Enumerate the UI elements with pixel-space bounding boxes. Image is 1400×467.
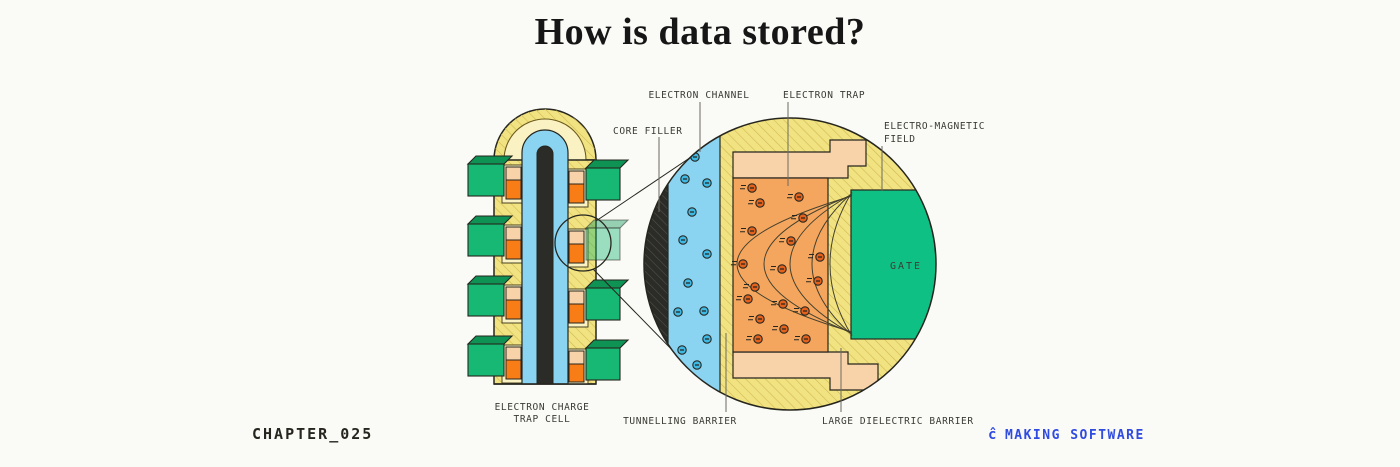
label-large-dielectric-barrier: LARGE DIELECTRIC BARRIER: [822, 416, 974, 427]
lens-core-filler: [644, 118, 668, 410]
svg-text:ELECTRO-MAGNETIC: ELECTRO-MAGNETIC: [884, 121, 985, 132]
lens-gate: [850, 189, 936, 340]
brand-lockup: ĉ MAKING SOFTWARE: [988, 427, 1145, 443]
brand-icon: ĉ: [988, 427, 998, 443]
cell-core-filler: [536, 145, 554, 385]
label-trap-cell: ELECTRON CHARGE TRAP CELL: [495, 402, 590, 425]
em-field-lines: [736, 191, 853, 337]
label-electron-channel: ELECTRON CHANNEL: [648, 90, 749, 101]
magnifier-cone-lines: [592, 150, 701, 360]
label-em-field: ELECTRO-MAGNETIC FIELD: [884, 121, 985, 145]
svg-text:ELECTRON CHARGE: ELECTRON CHARGE: [495, 402, 590, 413]
trap-sites: [501, 164, 589, 385]
label-electron-trap: ELECTRON TRAP: [783, 90, 865, 101]
brand-label: MAKING SOFTWARE: [1004, 427, 1145, 443]
label-tunnelling-barrier: TUNNELLING BARRIER: [623, 416, 737, 427]
charge-trap-cell: [466, 108, 701, 385]
page-title: How is data stored?: [534, 11, 866, 53]
leader-lines: [658, 102, 883, 412]
magnifier-circle: [554, 214, 612, 272]
svg-text:TRAP CELL: TRAP CELL: [514, 414, 571, 425]
gate-label: GATE: [890, 261, 922, 272]
svg-text:FIELD: FIELD: [884, 134, 916, 145]
label-core-filler: CORE FILLER: [613, 126, 683, 137]
chapter-label: CHAPTER_025: [252, 425, 374, 443]
